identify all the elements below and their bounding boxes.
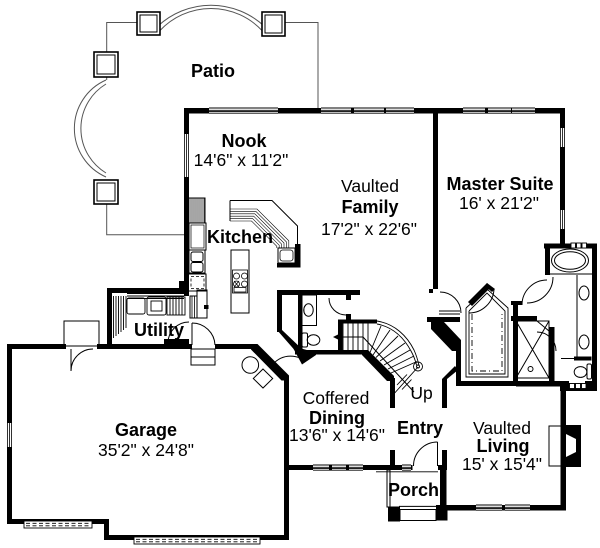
svg-text:Kitchen: Kitchen (207, 227, 273, 247)
svg-text:17'2" x 22'6": 17'2" x 22'6" (321, 219, 417, 239)
svg-text:Coffered: Coffered (303, 388, 370, 408)
svg-text:Dining: Dining (309, 408, 365, 428)
svg-text:Vaulted: Vaulted (341, 176, 399, 196)
svg-text:Family: Family (341, 197, 398, 217)
svg-text:Living: Living (477, 436, 530, 456)
svg-text:Garage: Garage (115, 420, 177, 440)
svg-text:15' x 15'4": 15' x 15'4" (462, 454, 542, 474)
svg-text:16' x 21'2": 16' x 21'2" (459, 193, 539, 213)
svg-text:Up: Up (410, 383, 432, 403)
svg-text:Vaulted: Vaulted (473, 418, 531, 438)
svg-text:14'6" x 11'2": 14'6" x 11'2" (194, 150, 289, 170)
svg-text:Utility: Utility (134, 320, 184, 340)
svg-text:Porch: Porch (388, 480, 439, 500)
svg-text:Entry: Entry (397, 418, 443, 438)
svg-text:35'2" x 24'8": 35'2" x 24'8" (98, 440, 194, 460)
svg-text:Master Suite: Master Suite (446, 174, 553, 194)
svg-text:Patio: Patio (191, 61, 235, 81)
svg-text:Nook: Nook (222, 131, 268, 151)
svg-text:13'6" x 14'6": 13'6" x 14'6" (289, 425, 385, 445)
